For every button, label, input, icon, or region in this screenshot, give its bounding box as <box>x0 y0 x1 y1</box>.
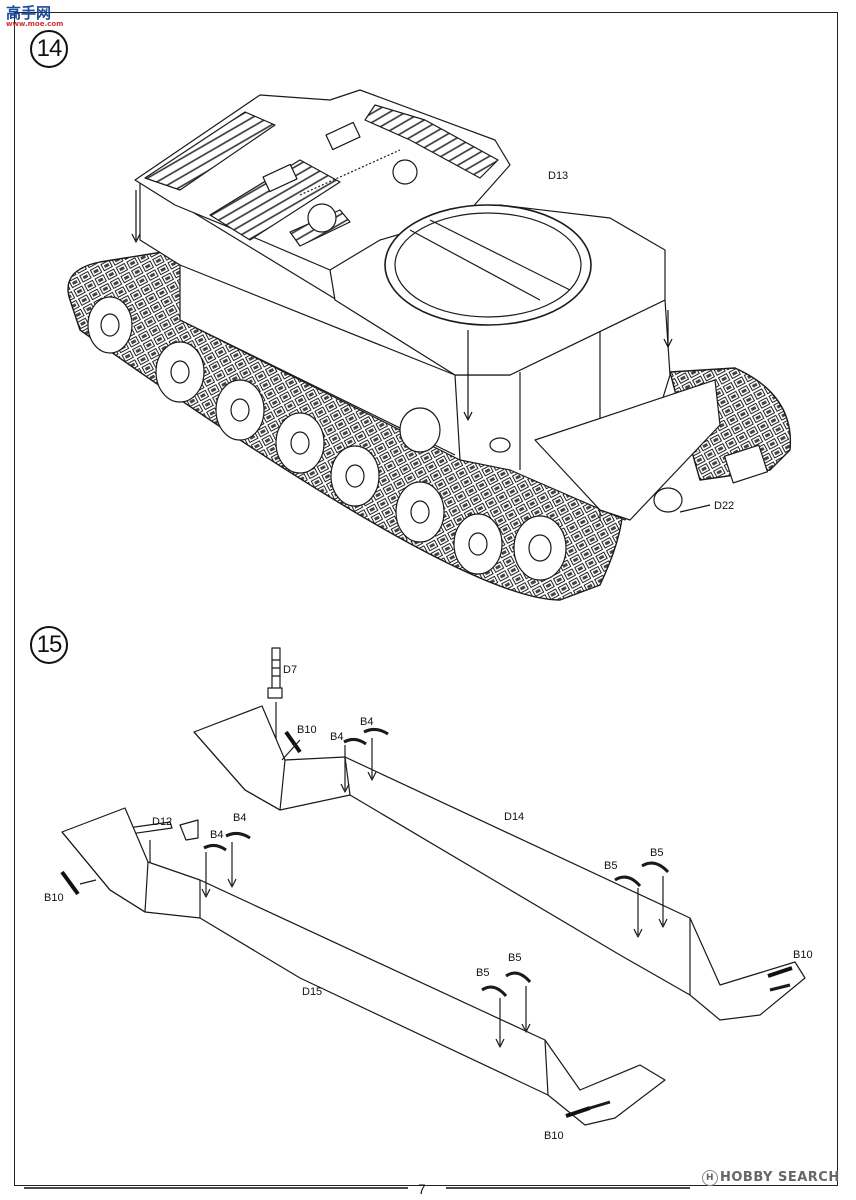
page-number: 7 <box>418 1181 426 1197</box>
label-b4: B4 <box>233 812 247 824</box>
label-b4: B4 <box>210 829 224 841</box>
fender-d14 <box>193 705 806 1021</box>
label-d22: D22 <box>714 500 735 512</box>
label-d14: D14 <box>504 811 525 823</box>
label-b5: B5 <box>650 847 664 859</box>
hobby-search-logo-icon: H <box>702 1170 718 1186</box>
assembly-arrows <box>131 190 711 513</box>
label-b5: B5 <box>508 952 522 964</box>
label-d13: D13 <box>548 170 569 182</box>
page-border <box>14 12 838 1186</box>
step-15-number: 15 <box>30 626 68 664</box>
label-b10: B10 <box>544 1130 564 1142</box>
label-b10: B10 <box>793 949 813 961</box>
step-14-number: 14 <box>30 30 68 68</box>
site-logo: 高手网 www.moe.com <box>6 4 64 28</box>
label-d7: D7 <box>283 664 298 676</box>
label-b10: B10 <box>297 724 317 736</box>
label-b5: B5 <box>476 967 490 979</box>
label-b4: B4 <box>360 716 374 728</box>
label-d15: D15 <box>302 986 323 998</box>
label-b5: B5 <box>604 860 618 872</box>
label-d12: D12 <box>152 816 173 828</box>
label-b4: B4 <box>330 731 344 743</box>
left-track <box>67 249 624 601</box>
fender-assembly <box>60 647 806 1126</box>
road-wheels <box>87 296 567 581</box>
fender-d15 <box>61 807 666 1126</box>
label-b10: B10 <box>44 892 64 904</box>
hull-assembly <box>67 89 792 601</box>
rear-tow-plate <box>534 379 721 521</box>
